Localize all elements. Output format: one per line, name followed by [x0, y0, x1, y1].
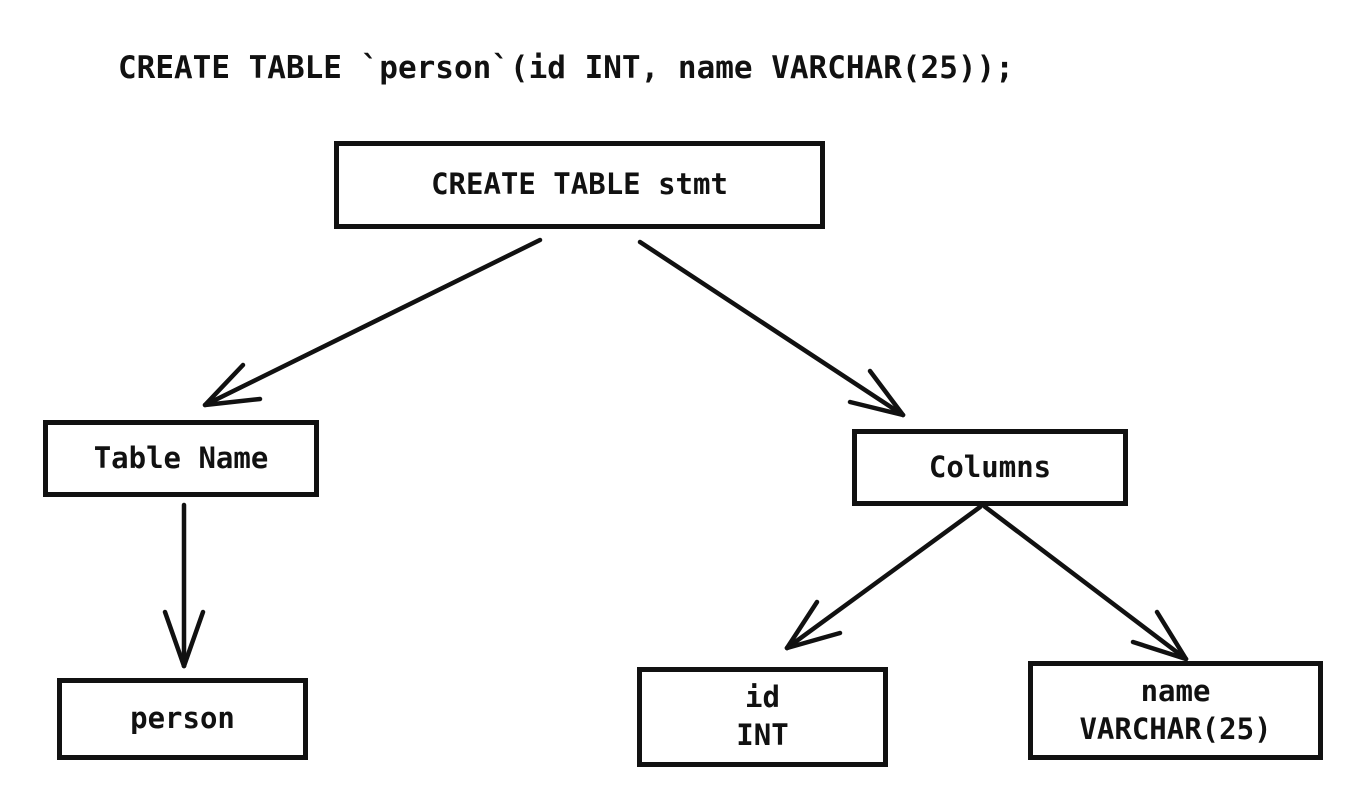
tree-node-person-label: person — [130, 701, 235, 736]
tree-node-id-column-type: INT — [736, 718, 789, 752]
tree-node-name-column-type: VARCHAR(25) — [1079, 711, 1272, 746]
sql-statement-text: CREATE TABLE `person`(id INT, name VARCH… — [118, 50, 1014, 86]
tree-node-name-column-name: name — [1140, 673, 1211, 708]
tree-node-create-table-stmt-label: CREATE TABLE stmt — [431, 167, 728, 202]
tree-node-name-column: name VARCHAR(25) — [1028, 661, 1323, 760]
tree-node-table-name: Table Name — [43, 420, 319, 497]
tree-node-columns-label: Columns — [928, 449, 1052, 484]
tree-node-table-name-label: Table Name — [93, 440, 269, 475]
tree-node-id-column-name: id — [745, 680, 780, 715]
edge-table-name-to-person — [162, 502, 206, 669]
tree-node-id-column: id INT — [637, 667, 888, 767]
tree-node-person: person — [57, 678, 308, 760]
edge-root-to-columns — [637, 239, 906, 418]
edge-root-to-table-name — [202, 237, 543, 408]
edge-columns-to-name-column — [981, 503, 1189, 662]
tree-node-create-table-stmt: CREATE TABLE stmt — [334, 141, 825, 229]
tree-node-columns: Columns — [852, 429, 1128, 506]
edge-columns-to-id-column — [784, 504, 983, 651]
